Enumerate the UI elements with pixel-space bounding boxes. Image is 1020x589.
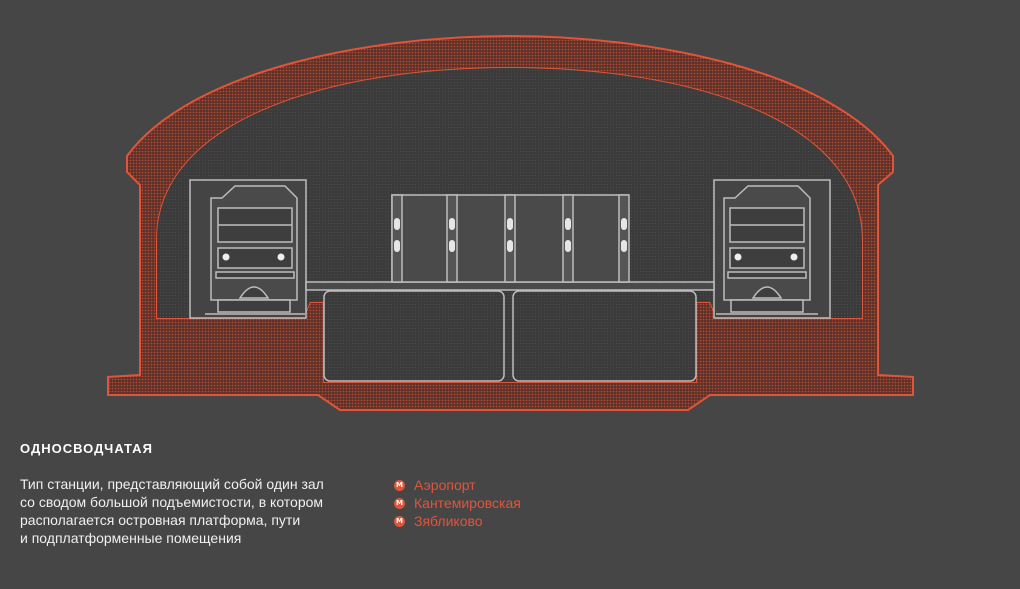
station-link[interactable]: М Кантемировская [394,494,521,512]
metro-icon: М [394,515,405,527]
station-list: М Аэропорт М Кантемировская М Зябликово [394,476,521,530]
metro-icon: М [394,479,405,491]
island-platform [305,281,715,291]
station-type-title: ОДНОСВОДЧАТАЯ [20,441,153,456]
underplatform-room-left [323,290,505,382]
metro-icon: М [394,497,405,509]
right-train [716,185,818,315]
station-link[interactable]: М Аэропорт [394,476,521,494]
station-link[interactable]: М Зябликово [394,512,521,530]
station-name: Аэропорт [414,477,476,493]
underplatform-room-right [512,290,697,382]
station-name: Зябликово [414,513,483,529]
platform-benches [391,194,630,283]
station-cross-section-diagram [107,34,914,411]
station-name: Кантемировская [414,495,521,511]
description-line: Тип станции, представляющий собой один з… [20,476,324,492]
description-line: со сводом большой подъемистости, в котор… [20,494,324,510]
description-line: располагается островная платформа, пути [20,512,301,528]
station-type-description: Тип станции, представляющий собой один з… [20,475,380,547]
left-train [205,185,305,315]
description-line: и подплатформенные помещения [20,530,242,546]
